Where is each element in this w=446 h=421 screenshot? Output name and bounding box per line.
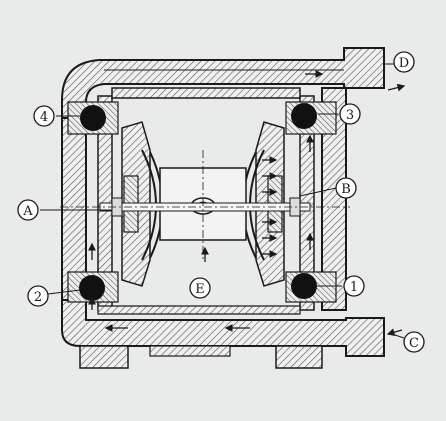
center-body [60,150,350,262]
check-balls [79,103,317,301]
callout-C: C [403,331,425,353]
label-4: 4 [40,110,48,125]
leader-lines [40,63,405,339]
label-3: 3 [346,108,354,123]
flow-arrows [88,70,406,336]
label-D: D [399,56,409,71]
ball-valve-4 [80,105,106,131]
callout-A: A [17,199,39,221]
callout-E: E [189,277,211,299]
callout-3: 3 [339,103,361,125]
callout-4: 4 [33,105,55,127]
label-C: C [409,336,419,351]
ball-valve-1 [291,273,317,299]
callout-D: D [393,51,415,73]
callout-B: B [335,177,357,199]
ball-valve-2 [79,275,105,301]
label-B: B [341,182,351,197]
label-E: E [195,282,205,297]
callout-1: 1 [343,275,365,297]
label-A: A [22,204,33,219]
label-1: 1 [350,280,358,295]
callout-2: 2 [27,285,49,307]
ball-valve-3 [291,103,317,129]
label-2: 2 [34,290,42,305]
